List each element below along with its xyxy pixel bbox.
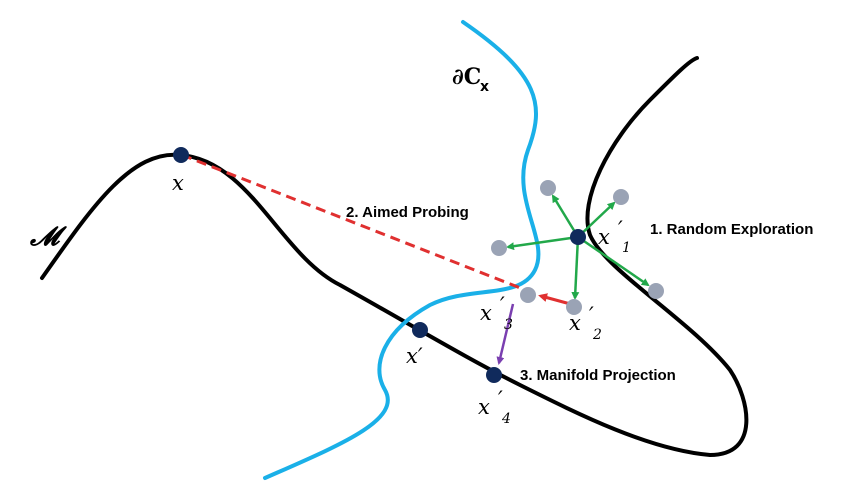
label-x2-sub: 2: [592, 327, 602, 343]
decision-boundary-curve: [263, 20, 541, 480]
step1-label: 1. Random Exploration: [650, 221, 813, 238]
label-x: x: [172, 171, 184, 195]
candidate-point: [540, 180, 556, 196]
label-x3-sub: 3: [504, 317, 513, 333]
candidate-point: [648, 283, 664, 299]
point-x-prime: [412, 322, 428, 338]
anchor-points: [173, 147, 586, 383]
point-x: [173, 147, 189, 163]
exploration-arrow: [551, 194, 580, 238]
exploration-arrow: [577, 235, 650, 287]
label-x1-prime: ′: [618, 217, 623, 241]
point-x4-prime: [486, 367, 502, 383]
candidate-points: [491, 180, 664, 315]
label-x3-prime: ′: [500, 293, 505, 317]
manifold-curve: [40, 56, 749, 458]
exploration-arrow: [571, 236, 580, 300]
boundary-label-subscript: x: [480, 79, 489, 95]
label-x2-prime: ′: [589, 303, 594, 327]
label-x1: x: [598, 225, 610, 249]
exploration-arrow: [506, 235, 579, 251]
step2-label: 2. Aimed Probing: [346, 204, 469, 221]
label-x3: x: [480, 301, 492, 325]
candidate-point: [613, 189, 629, 205]
label-x1-sub: 1: [622, 240, 631, 256]
label-x4-prime: ′: [498, 387, 503, 411]
label-x2: x: [569, 311, 581, 335]
boundary-label: ∂C: [452, 64, 481, 90]
label-x4-sub: 4: [501, 411, 511, 427]
label-x4: x: [478, 395, 490, 419]
point-x1-prime: [570, 229, 586, 245]
step3-label: 3. Manifold Projection: [520, 367, 676, 384]
candidate-point: [566, 299, 582, 315]
aimed-probing-line: [181, 153, 529, 293]
exploration-arrows: [506, 194, 650, 300]
candidate-point: [491, 240, 507, 256]
projection-arrow: [496, 303, 515, 365]
label-x-prime: x′: [406, 344, 423, 368]
exploration-arrow: [577, 201, 616, 238]
candidate-point: [520, 287, 536, 303]
